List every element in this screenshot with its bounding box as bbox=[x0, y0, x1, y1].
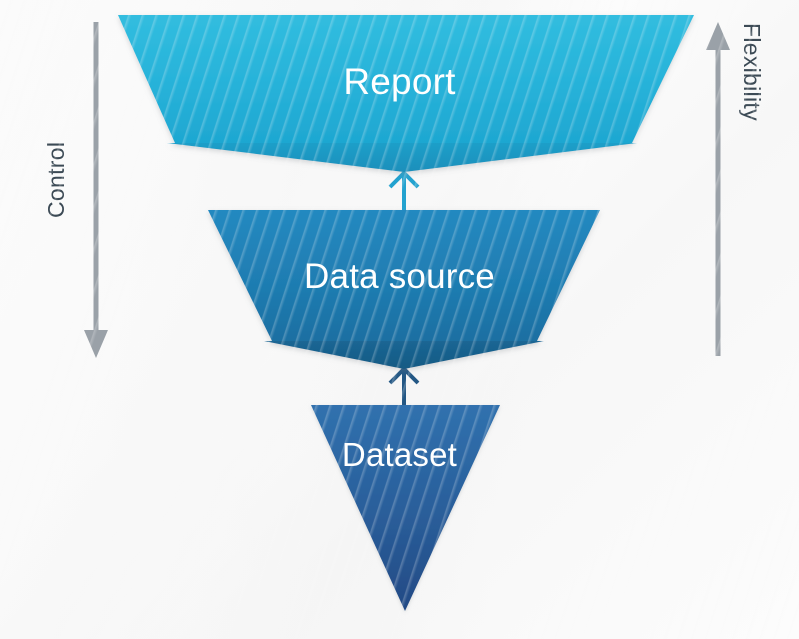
funnel-stage-report[interactable] bbox=[118, 15, 694, 172]
control-axis-arrowhead-down-icon bbox=[84, 330, 108, 358]
flexibility-axis-arrowhead-up-icon bbox=[706, 22, 730, 50]
connector-arrowhead-up-icon bbox=[388, 170, 420, 189]
control-axis bbox=[84, 22, 108, 358]
flexibility-axis-label: Flexibility bbox=[739, 23, 765, 121]
control-axis-label: Control bbox=[43, 141, 69, 218]
report-body bbox=[118, 15, 694, 143]
data-source-body bbox=[208, 210, 600, 341]
funnel-stage-data-source[interactable] bbox=[208, 210, 600, 369]
dataset-body bbox=[311, 405, 500, 611]
flexibility-axis bbox=[706, 22, 730, 356]
connector-data-source-to-report bbox=[388, 170, 420, 212]
data-source-bevel bbox=[264, 341, 544, 369]
report-bevel bbox=[167, 143, 637, 172]
connector-dataset-to-data-source bbox=[388, 366, 420, 406]
funnel-stage-dataset[interactable] bbox=[311, 405, 500, 611]
